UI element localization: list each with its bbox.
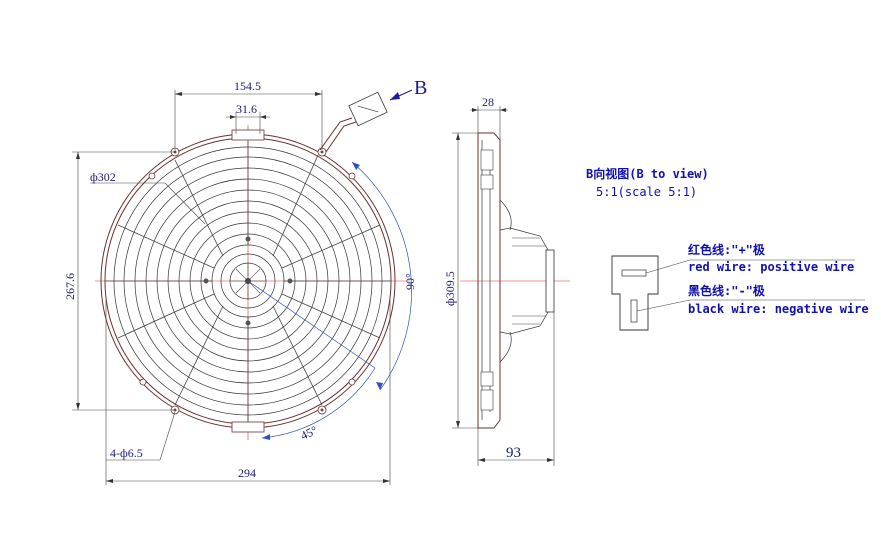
red-wire-en: red wire: positive wire bbox=[688, 260, 854, 274]
dim-diameter-label: ф302 bbox=[90, 170, 116, 184]
black-wire-cn: 黑色线:"-"极 bbox=[688, 283, 766, 298]
motor-hub-outer bbox=[211, 244, 285, 318]
motor-fins bbox=[512, 237, 546, 325]
dim-154-5: 154.5 bbox=[174, 79, 323, 150]
dim-28: 28 bbox=[470, 95, 508, 140]
motor-cap bbox=[545, 249, 555, 313]
front-view: B 154.5 31.6 ф302 bbox=[63, 77, 427, 485]
b-view-title: B向视图(B to view) bbox=[586, 166, 709, 181]
red-wire-leader bbox=[645, 259, 691, 274]
red-wire-slot bbox=[621, 269, 647, 277]
spokes bbox=[105, 138, 391, 424]
dim-depth-top-label: 28 bbox=[482, 95, 494, 109]
dim-holes-label: 4-ф6.5 bbox=[110, 446, 143, 460]
b-view: B向视图(B to view) 5:1(scale 5:1) 红色线:"+"极 … bbox=[586, 166, 869, 331]
black-wire-leader bbox=[636, 299, 691, 312]
b-view-scale: 5:1(scale 5:1) bbox=[596, 185, 697, 199]
black-wire-slot bbox=[630, 299, 638, 323]
dim-31-6: 31.6 bbox=[226, 102, 270, 134]
view-b-label: B bbox=[414, 77, 427, 99]
mounting-tabs bbox=[139, 129, 356, 433]
side-view: 28 ф309.5 93 bbox=[443, 95, 570, 466]
wire-connector bbox=[319, 91, 388, 153]
dim-depth-total-label: 93 bbox=[506, 445, 521, 461]
red-wire-cn: 红色线:"+"极 bbox=[688, 242, 766, 257]
dim-phi-309-5: ф309.5 bbox=[443, 132, 478, 429]
dim-294: 294 bbox=[105, 300, 391, 485]
angle-90: 90° bbox=[351, 161, 417, 391]
dim-top-outer-label: 154.5 bbox=[234, 79, 261, 93]
hub-screws bbox=[203, 236, 293, 326]
dim-top-inner-label: 31.6 bbox=[236, 102, 257, 116]
angle-90-label: 90° bbox=[403, 273, 417, 290]
black-wire-en: black wire: negative wire bbox=[688, 302, 869, 316]
dim-width-label: 294 bbox=[238, 466, 256, 480]
dim-side-diameter-label: ф309.5 bbox=[443, 271, 457, 306]
dim-267-6: 267.6 bbox=[63, 151, 175, 411]
dim-height-label: 267.6 bbox=[63, 273, 77, 300]
angle-45: 45° bbox=[247, 280, 376, 443]
dim-holes: 4-ф6.5 bbox=[106, 411, 176, 461]
view-b-arrow: B bbox=[389, 77, 427, 101]
dim-93: 93 bbox=[477, 312, 555, 466]
angle-45-label: 45° bbox=[298, 423, 319, 443]
side-tabs bbox=[480, 149, 494, 411]
dim-phi-302: ф302 bbox=[90, 170, 206, 225]
motor-hub-mid bbox=[220, 253, 276, 309]
